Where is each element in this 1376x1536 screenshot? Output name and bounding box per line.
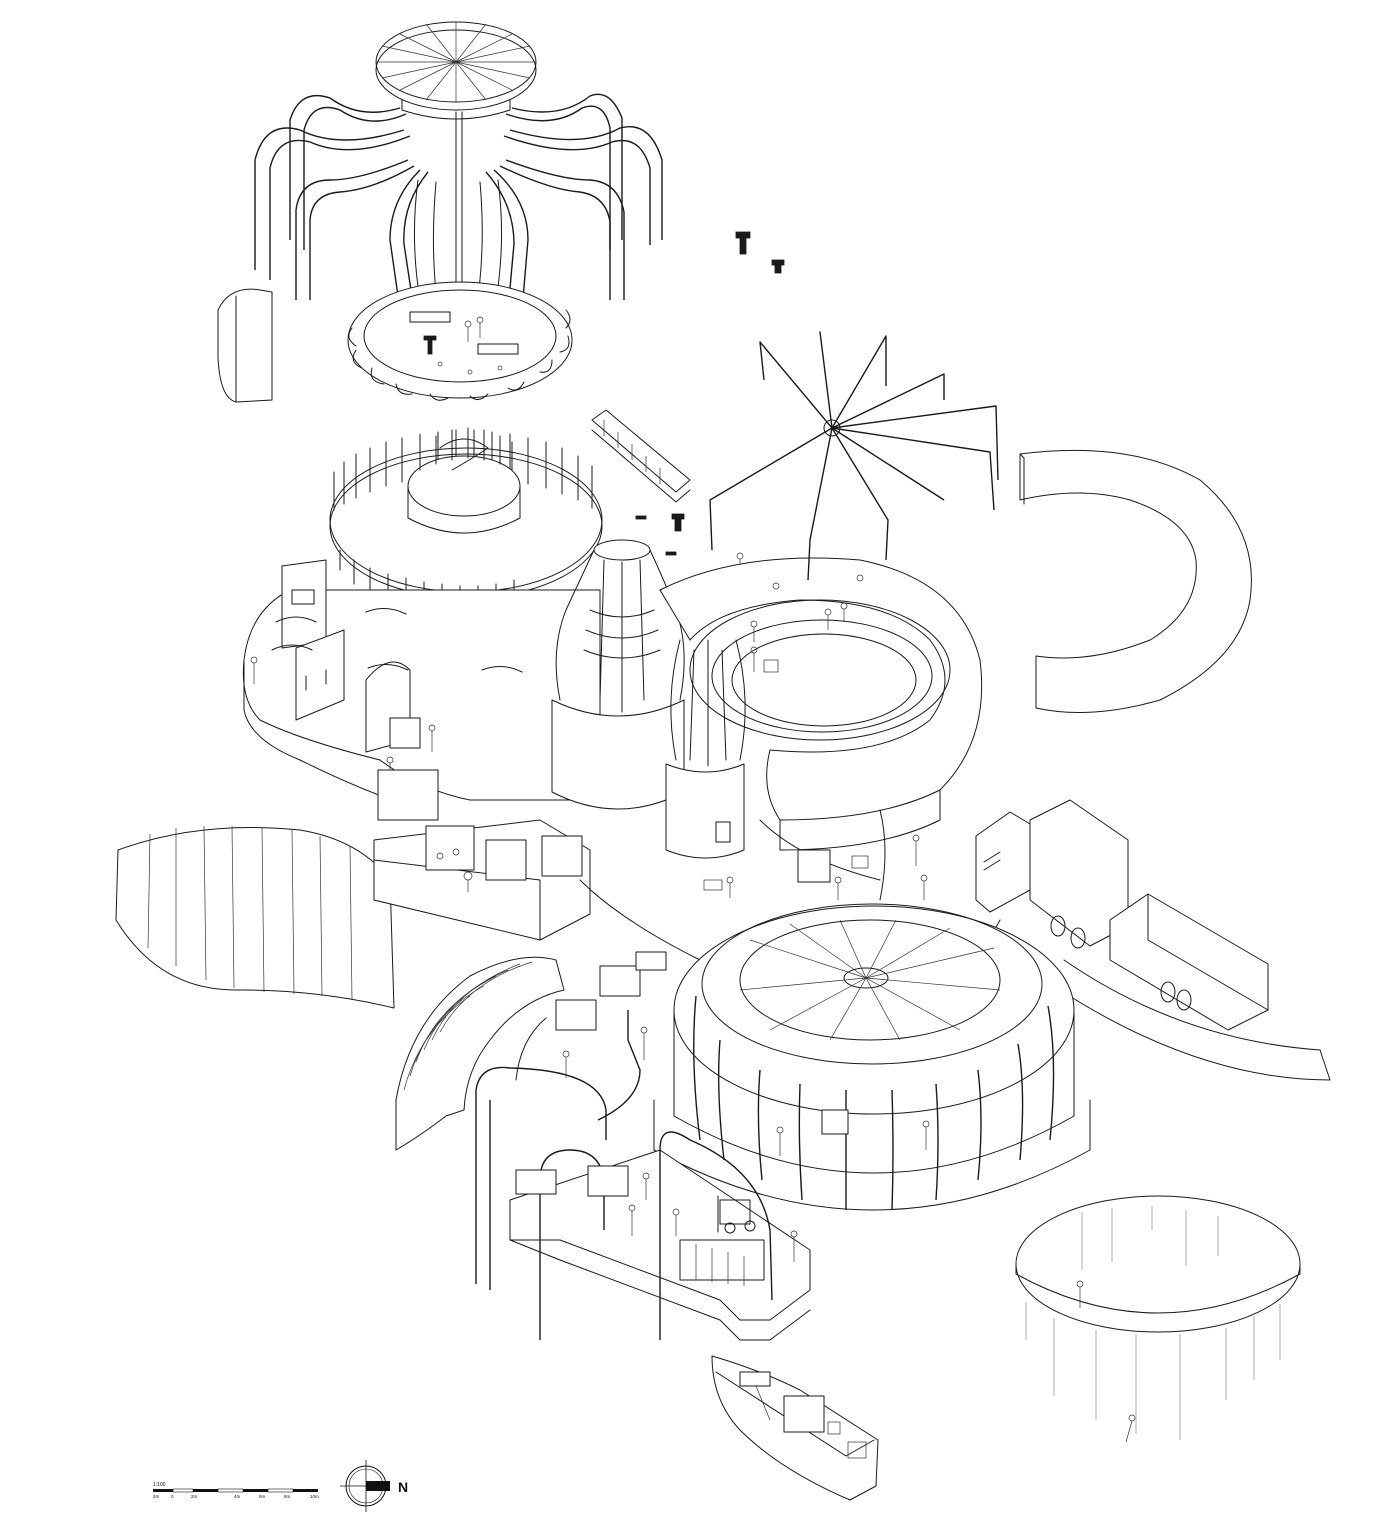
scale-tick: 2m [153, 1494, 160, 1499]
curved-bar-lower [395, 956, 565, 1151]
counter-module [373, 819, 591, 941]
post-ring-railing [329, 427, 603, 611]
crescent-wall [1019, 449, 1252, 713]
lower-plinth [475, 951, 811, 1341]
scale-tick: 4m [234, 1494, 241, 1499]
bench-rack [591, 409, 691, 503]
bottle-pavilion [551, 539, 685, 810]
top-canopy-structure [254, 21, 663, 401]
hanging-garden-platform [1015, 1195, 1301, 1443]
scale-tick: 6m [259, 1494, 266, 1499]
scale-ratio: 1:100 [153, 1482, 166, 1488]
north-arrow-icon: N [340, 1460, 408, 1512]
curved-bar-left [115, 825, 395, 1009]
scale-tick: 10m [310, 1494, 319, 1499]
forklift-icon [717, 1195, 756, 1234]
truck-icon [975, 799, 1331, 1081]
boat-icon [711, 1355, 879, 1501]
amphitheatre [659, 557, 983, 851]
radial-spoke-frame [709, 331, 999, 581]
main-dome [653, 903, 1091, 1211]
middle-floor-deck [242, 552, 744, 821]
scale-bar: 1:100 2m 0 2m 4m 6m 8m 10m [153, 1482, 319, 1499]
scale-tick: 8m [284, 1494, 291, 1499]
scale-tick: 2m [191, 1494, 198, 1499]
north-label: N [398, 1479, 408, 1495]
scale-tick: 0 [171, 1494, 174, 1499]
secondary-pavilion [665, 639, 746, 859]
curved-screen-panel [217, 288, 273, 403]
